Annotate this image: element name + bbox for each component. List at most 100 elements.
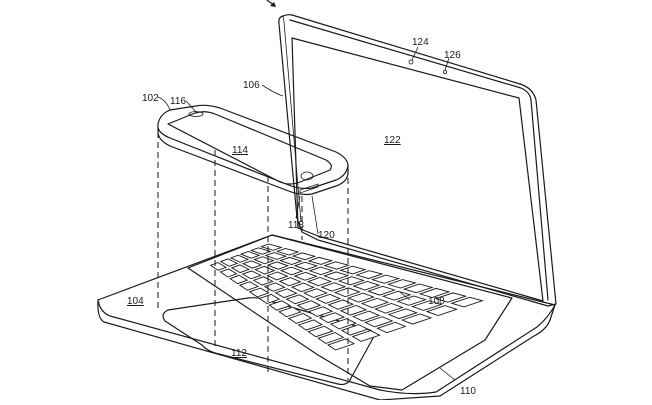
keyboard-key <box>401 313 433 325</box>
label-116: 116 <box>170 96 186 107</box>
keyboard-key <box>339 305 368 316</box>
keyboard-key <box>258 293 281 304</box>
laptop-base <box>97 234 556 401</box>
keyboard-key <box>219 268 238 278</box>
label-122: 122 <box>384 135 401 146</box>
keyboard-key <box>241 260 263 269</box>
keyboard-key <box>249 247 272 255</box>
phone-screen <box>167 111 332 185</box>
keyboard-key <box>253 256 275 265</box>
keyboard-key <box>347 292 376 303</box>
keyboard-key <box>263 282 286 292</box>
phone-port <box>299 183 319 194</box>
keyboard-key <box>317 332 345 344</box>
keyboard-key <box>248 287 270 298</box>
label-120: 120 <box>318 230 335 241</box>
keyboard-key <box>355 270 384 280</box>
camera-icon <box>408 59 414 65</box>
keyboard-key <box>418 287 451 298</box>
keyboard-key <box>278 277 302 287</box>
keyboard-key <box>297 319 323 331</box>
keyboard-key <box>303 288 328 298</box>
keyboard-key <box>339 265 367 275</box>
keyboard-key <box>274 288 298 299</box>
keyboard-key <box>252 276 274 286</box>
keyboard-key <box>386 279 417 289</box>
keyboard-key <box>320 282 347 292</box>
label-104: 104 <box>127 296 144 307</box>
label-110: 110 <box>460 386 476 397</box>
keyboard-key <box>374 303 404 314</box>
label-106: 106 <box>243 80 260 91</box>
keyboard-key <box>450 296 484 308</box>
keyboard-key <box>293 271 318 281</box>
keyboard-key <box>351 330 381 342</box>
keyboard-key <box>308 266 334 276</box>
keyboard-key <box>229 254 250 263</box>
keyboard-key <box>278 306 302 318</box>
keyboard-key <box>219 258 239 267</box>
keyboard-key <box>376 321 407 334</box>
keyboard-key <box>307 256 334 265</box>
keyboard-key <box>327 299 355 310</box>
leader-lines <box>157 46 456 381</box>
sensor-icon <box>442 70 447 75</box>
label-126: 126 <box>444 50 461 61</box>
phone <box>157 104 349 196</box>
keyboard-keys <box>209 243 484 351</box>
keyboard-key <box>329 318 358 330</box>
laptop-lid <box>278 14 557 307</box>
projection-lines <box>157 132 349 380</box>
keyboard-key <box>241 270 262 280</box>
keyboard-key <box>291 252 317 261</box>
keyboard-key <box>370 274 401 284</box>
top-arrow-head <box>270 2 276 7</box>
keyboard-key <box>293 261 319 271</box>
keyboard-key <box>285 294 310 305</box>
keyboard-key <box>307 325 334 338</box>
keyboard-key <box>306 277 333 287</box>
home-button-icon <box>300 171 314 181</box>
keyboard-key <box>266 261 290 270</box>
label-102: 102 <box>142 93 159 104</box>
display-screen <box>291 37 544 302</box>
keyboard-key <box>264 252 288 260</box>
keyboard-key <box>402 283 434 294</box>
keyboard-key <box>411 300 443 311</box>
keyboard-key <box>254 265 276 275</box>
label-124: 124 <box>412 37 429 48</box>
keyboard-key <box>425 305 459 316</box>
keyboard-key <box>266 271 289 281</box>
keyboard-key <box>239 251 261 259</box>
keyboard-key <box>280 266 304 276</box>
keyboard-key <box>259 243 283 251</box>
keyboard-key <box>307 306 334 317</box>
keyboard-key <box>287 313 313 324</box>
keyboard-key <box>238 281 260 291</box>
label-114: 114 <box>232 145 248 156</box>
keyboard-key <box>387 308 419 320</box>
keyboard-key <box>315 293 342 304</box>
keyboard-key <box>434 292 468 303</box>
label-112: 112 <box>231 348 247 359</box>
keyboard-key <box>268 300 292 311</box>
keyboard-key <box>323 261 350 270</box>
keyboard-key <box>318 312 346 324</box>
label-108: 108 <box>428 296 445 307</box>
keyboard-key <box>229 274 249 285</box>
keyboard-key <box>296 300 322 311</box>
label-118: 118 <box>288 220 304 231</box>
keyboard-key <box>367 285 396 296</box>
keyboard-key <box>327 338 355 351</box>
keyboard-key <box>351 310 381 322</box>
keyboard-key <box>360 297 390 309</box>
keyboard-key <box>364 316 394 328</box>
keyboard-key <box>396 295 428 306</box>
keyboard-key <box>230 264 251 274</box>
keyboard-key <box>275 248 300 256</box>
keyboard-key <box>352 281 381 291</box>
keyboard-key <box>323 271 350 281</box>
keyboard-key <box>290 282 315 293</box>
